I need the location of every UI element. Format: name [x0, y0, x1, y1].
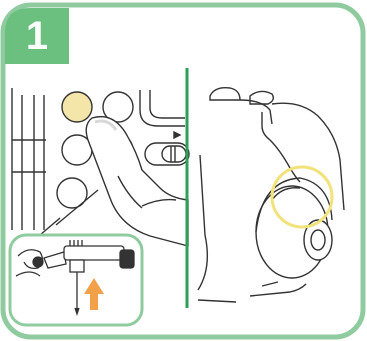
step-number: 1 [5, 8, 69, 64]
zoom-inset [10, 235, 142, 325]
highlighted-button [62, 92, 92, 122]
